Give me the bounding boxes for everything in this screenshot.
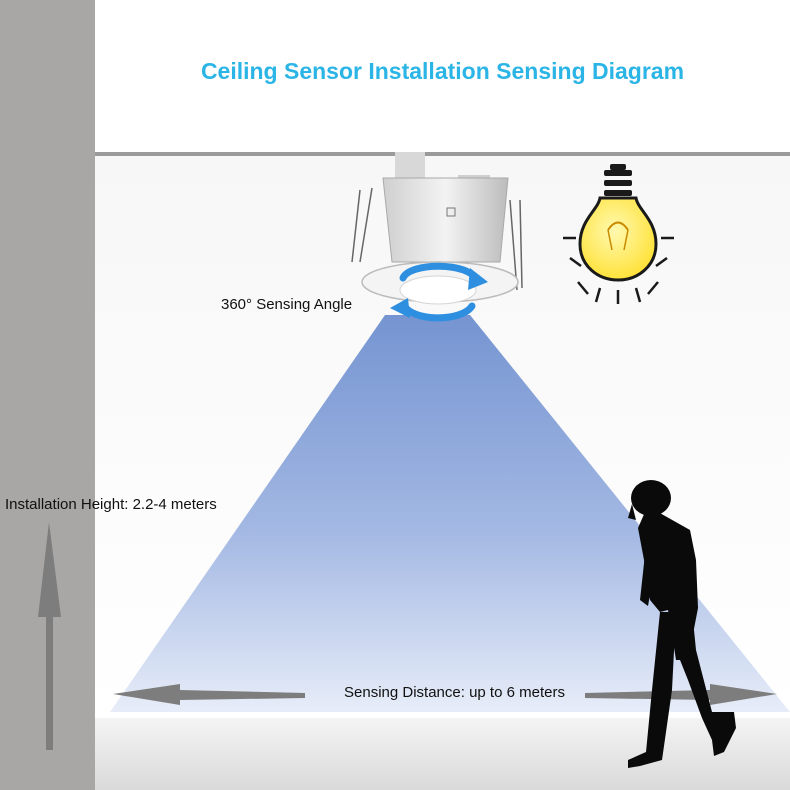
distance-arrow-right [585, 684, 777, 705]
sensing-angle-label: 360° Sensing Angle [221, 296, 353, 313]
sensing-distance-label: Sensing Distance: up to 6 meters [344, 684, 565, 701]
height-arrow [38, 522, 61, 750]
distance-arrow-left [113, 684, 305, 705]
diagram-title: Ceiling Sensor Installation Sensing Diag… [200, 58, 685, 84]
sensing-cone [110, 315, 790, 712]
rotation-arrows-icon [390, 262, 488, 322]
walking-person-icon [628, 480, 736, 768]
installation-height-label: Installation Height: 2.2-4 meters [5, 496, 217, 513]
floor [95, 718, 790, 790]
ceiling-sensor-icon [351, 152, 523, 305]
light-bulb-icon [563, 164, 674, 304]
ceiling-line [95, 152, 790, 156]
